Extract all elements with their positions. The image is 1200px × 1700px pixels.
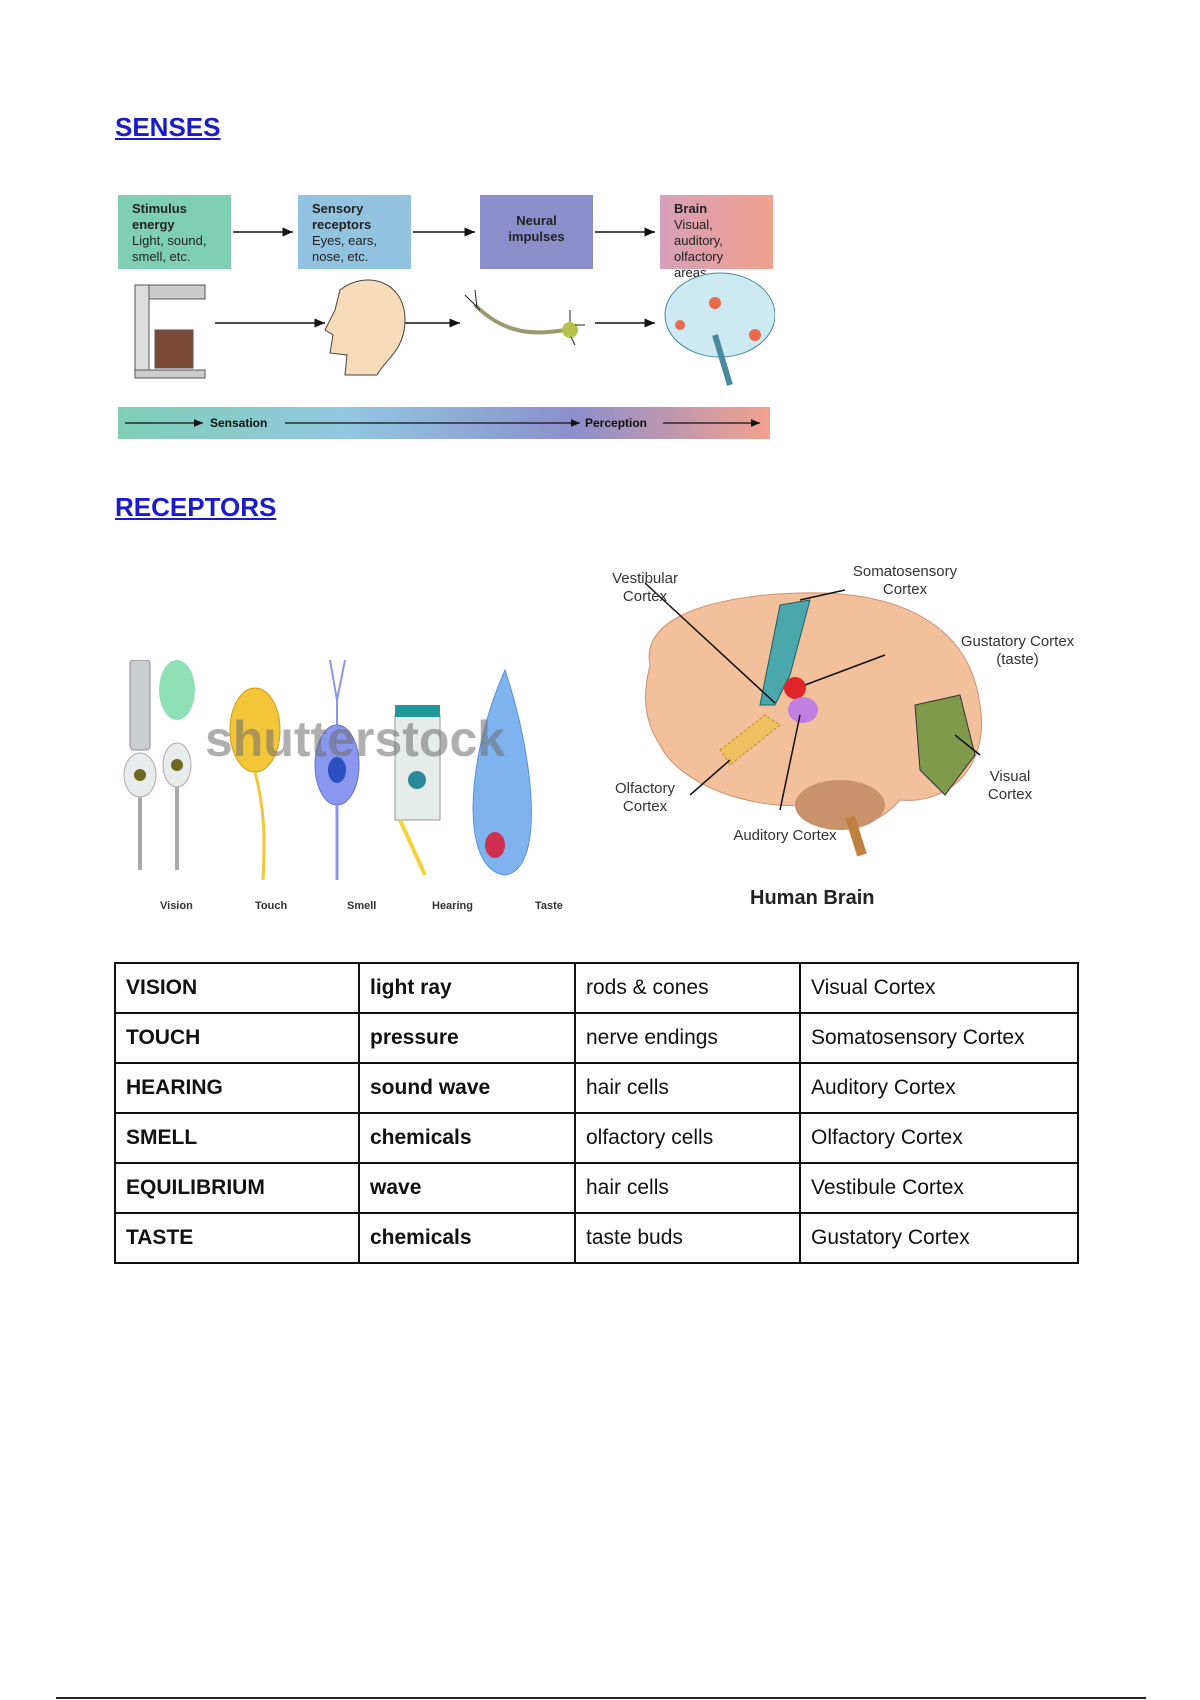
head-icon	[324, 279, 406, 376]
brain-title: Human Brain	[750, 887, 875, 909]
smell-cell-icon	[314, 660, 360, 880]
table-cell: Auditory Cortex	[799, 1062, 1079, 1114]
visual-label: Visual Cortex	[987, 768, 1033, 803]
watermark: shutterstock	[205, 711, 506, 767]
box-desc: Eyes, ears, nose, etc.	[312, 233, 378, 264]
somatosensory-label: Somatosensory Cortex	[852, 563, 958, 598]
table-cell: nerve endings	[574, 1012, 801, 1064]
hearing-cell-icon	[394, 705, 441, 876]
table-cell: rods & cones	[574, 962, 801, 1014]
brain-icon	[664, 272, 775, 386]
cell-label: Smell	[347, 900, 377, 912]
table-cell: EQUILIBRIUM	[114, 1162, 360, 1214]
table-cell: Vestibule Cortex	[799, 1162, 1079, 1214]
box-title: Sensory receptors	[312, 201, 372, 232]
cell-label: Taste	[535, 900, 563, 912]
table-cell: hair cells	[574, 1162, 801, 1214]
table-cell: VISION	[114, 962, 360, 1014]
table-cell: pressure	[358, 1012, 576, 1064]
table-cell: chemicals	[358, 1212, 576, 1264]
touch-cell-icon	[229, 687, 281, 881]
table-cell: chemicals	[358, 1112, 576, 1164]
box-title: Neural impulses	[508, 213, 565, 244]
auditory-label: Auditory Cortex	[733, 827, 837, 844]
olfactory-label: Olfactory Cortex	[614, 780, 675, 815]
cell-label: Vision	[160, 900, 193, 912]
table-cell: light ray	[358, 962, 576, 1014]
neuron-icon	[464, 289, 585, 346]
box-title: Brain	[674, 201, 708, 216]
brain-illustration	[644, 582, 982, 857]
box-desc: Light, sound, smell, etc.	[132, 233, 207, 264]
gustatory-label: Gustatory Cortex (taste)	[960, 633, 1075, 668]
table-cell: SMELL	[114, 1112, 360, 1164]
perception-label: Perception	[585, 416, 648, 430]
table-cell: hair cells	[574, 1062, 801, 1114]
box-title: Stimulus energy	[132, 201, 187, 232]
table-cell: wave	[358, 1162, 576, 1214]
receptor-cells-illustration	[123, 660, 532, 881]
vestibular-label: Vestibular Cortex	[612, 570, 678, 605]
receptor-cells-figure: shutterstock Vision Touch Smell Hearing …	[115, 660, 595, 925]
table-cell: Somatosensory Cortex	[799, 1012, 1079, 1064]
coffee-maker-icon	[134, 284, 206, 379]
neural-box: Neural impulses	[480, 195, 593, 269]
rod-cell-icon	[123, 660, 157, 870]
cell-label: Hearing	[432, 900, 473, 912]
table-cell: Visual Cortex	[799, 962, 1079, 1014]
flow-illustration	[118, 227, 775, 439]
receptors-heading: RECEPTORS	[115, 492, 277, 522]
taste-cell-icon	[472, 668, 532, 876]
table-cell: TASTE	[114, 1212, 360, 1264]
table-cell: Olfactory Cortex	[799, 1112, 1079, 1164]
table-cell: HEARING	[114, 1062, 360, 1114]
table-cell: taste buds	[574, 1212, 801, 1264]
table-cell: TOUCH	[114, 1012, 360, 1064]
cell-label: Touch	[255, 900, 288, 912]
table-cell: olfactory cells	[574, 1112, 801, 1164]
senses-heading: SENSES	[115, 112, 221, 142]
table-cell: Gustatory Cortex	[799, 1212, 1079, 1264]
cone-cell-icon	[159, 660, 195, 870]
brain-figure: Vestibular Cortex Somatosensory Cortex G…	[600, 555, 1080, 925]
sensation-label: Sensation	[210, 416, 268, 430]
page-bottom-rule	[56, 1697, 1146, 1699]
table-cell: sound wave	[358, 1062, 576, 1114]
